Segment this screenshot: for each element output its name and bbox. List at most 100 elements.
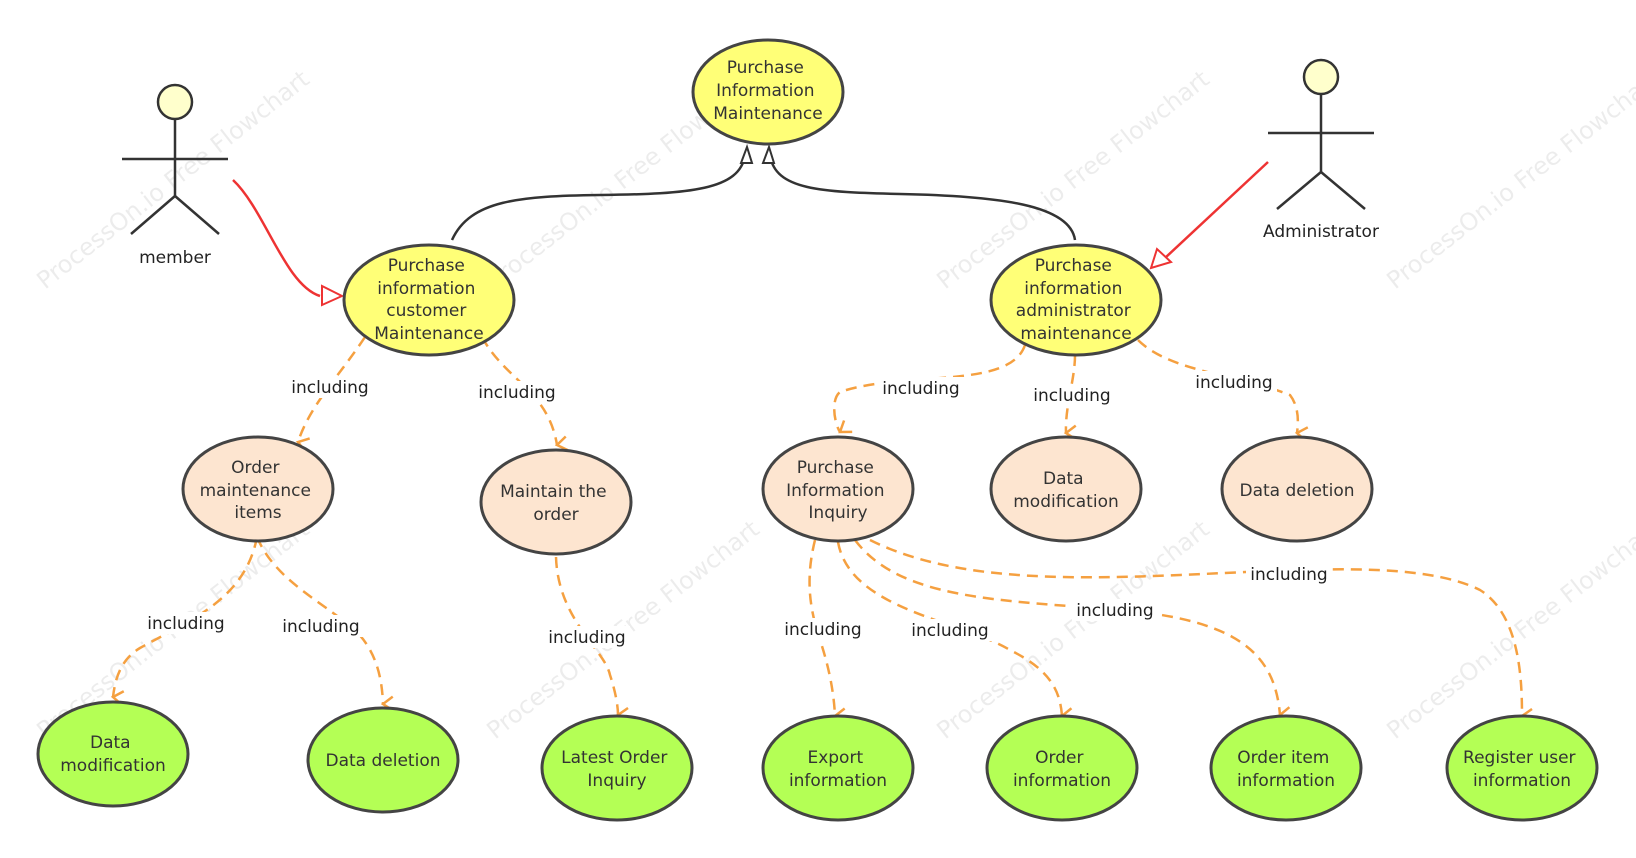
include-label: including — [1033, 386, 1110, 406]
svg-text:Purchase information: Purchase information customer Maintenanc… — [374, 256, 483, 344]
svg-text:Latest Order Inquiry: Latest Order Inquiry — [561, 748, 673, 791]
actor-administrator-label: Administrator — [1263, 222, 1379, 242]
node-label: Inquiry — [808, 503, 867, 523]
node-label: Information — [716, 81, 814, 101]
include-label: including — [1195, 373, 1272, 393]
node-label: Data — [1043, 469, 1084, 489]
svg-text:Register user informatio: Register user information — [1463, 748, 1581, 791]
include-label: including — [1076, 601, 1153, 621]
node-label: Maintain the — [500, 482, 606, 502]
generalization-edge-customer — [450, 154, 747, 241]
node-label: administrator — [1016, 301, 1131, 321]
node-label: maintenance — [200, 481, 311, 501]
node-label: Register user — [1463, 748, 1575, 768]
generalization-edge-admin — [768, 154, 1077, 241]
include-edge — [298, 336, 367, 442]
use-case-data-modification[interactable]: Data modification — [36, 700, 190, 808]
use-case-purchase-info-inquiry[interactable]: Purchase Information Inquiry — [761, 435, 915, 543]
generalization-edges — [450, 143, 1077, 241]
node-label: Purchase — [388, 256, 465, 276]
include-edge — [1137, 339, 1298, 433]
svg-text:Order information: Order information — [1013, 748, 1111, 791]
svg-text:Order maintenance: Order maintenance items — [200, 458, 317, 523]
actor-member-label: member — [139, 248, 211, 268]
include-label: including — [548, 628, 625, 648]
node-label: information — [1237, 771, 1335, 791]
use-case-admin-data-deletion[interactable]: Data deletion — [1220, 435, 1374, 543]
include-label: including — [911, 621, 988, 641]
node-label: Export — [807, 748, 863, 768]
include-edge — [113, 536, 259, 697]
node-label: Order — [1035, 748, 1083, 768]
use-case-latest-order-inquiry[interactable]: Latest Order Inquiry — [540, 714, 694, 822]
use-case-order-item-information[interactable]: Order item information — [1209, 714, 1363, 822]
node-label: Purchase — [797, 458, 874, 478]
use-case-maintain-the-order[interactable]: Maintain the order — [479, 448, 633, 556]
use-case-customer-maintenance[interactable]: Purchase information customer Maintenanc… — [342, 243, 516, 357]
svg-text:Data deletion: Data deletion — [1240, 481, 1355, 501]
include-label: including — [882, 379, 959, 399]
member-association-arrowhead — [321, 284, 345, 307]
member-association-edge — [232, 179, 321, 298]
use-case-export-information[interactable]: Export information — [761, 714, 915, 822]
node-label: modification — [1013, 492, 1119, 512]
node-label: modification — [60, 756, 166, 776]
admin-association-arrowhead — [1149, 247, 1173, 270]
use-case-order-maintenance-items[interactable]: Order maintenance items — [181, 435, 335, 543]
include-label: including — [147, 614, 224, 634]
node-label: customer — [386, 301, 466, 321]
node-label: information — [1473, 771, 1571, 791]
node-label: maintenance — [1020, 324, 1131, 344]
node-label: Data deletion — [1240, 481, 1355, 501]
include-label: including — [291, 378, 368, 398]
node-label: Maintenance — [374, 324, 483, 344]
svg-text:Data modification: Data modification — [1013, 469, 1119, 512]
include-label: including — [784, 620, 861, 640]
include-label: including — [1250, 565, 1327, 585]
node-label: items — [234, 503, 281, 523]
node-label: Order — [231, 458, 279, 478]
node-label: order — [533, 505, 578, 525]
svg-text:Export information: Export information — [789, 748, 887, 791]
admin-association-edge — [1164, 161, 1269, 259]
use-case-data-deletion[interactable]: Data deletion — [306, 706, 460, 814]
use-case-order-information[interactable]: Order information — [985, 714, 1139, 822]
actor-administrator[interactable] — [1268, 58, 1374, 210]
include-edge — [480, 336, 557, 445]
use-case-admin-data-modification[interactable]: Data modification — [989, 435, 1143, 543]
svg-text:Data modification: Data modification — [60, 733, 166, 776]
svg-text:Purchase information: Purchase information administrator maint… — [1016, 256, 1136, 344]
use-case-purchase-info-maintenance[interactable]: Purchase Information Maintenance — [691, 38, 845, 146]
use-case-register-user-information[interactable]: Register user information — [1445, 714, 1599, 822]
node-label: Data deletion — [326, 751, 441, 771]
node-label: Purchase — [1035, 256, 1112, 276]
generalization-arrowhead — [739, 143, 754, 164]
node-label: Inquiry — [587, 771, 646, 791]
node-label: information — [1013, 771, 1111, 791]
node-label: information — [789, 771, 887, 791]
node-label: information — [1024, 279, 1122, 299]
svg-text:Order item information: Order item information — [1237, 748, 1335, 791]
include-label: including — [282, 617, 359, 637]
node-label: Latest Order — [561, 748, 667, 768]
use-case-admin-maintenance[interactable]: Purchase information administrator maint… — [989, 243, 1163, 357]
actor-head — [1302, 58, 1340, 96]
watermark-layer: ProcessOn.io Free Flowchart ProcessOn.io… — [31, 65, 1636, 745]
svg-text:Purchase Information: Purchase Information Maintenance — [713, 58, 822, 124]
svg-text:Maintain the order: Maintain the order — [500, 482, 612, 525]
svg-text:Data deletion: Data deletion — [326, 751, 441, 771]
include-edge — [554, 556, 618, 715]
actor-member[interactable] — [122, 83, 228, 235]
actor-head — [156, 83, 194, 121]
node-label: information — [377, 279, 475, 299]
include-edge — [854, 539, 1280, 715]
watermark: ProcessOn.io Free Flowchart — [1381, 515, 1636, 745]
generalization-arrowhead — [761, 143, 776, 164]
watermark: ProcessOn.io Free Flowchart — [1381, 65, 1636, 295]
include-label: including — [478, 383, 555, 403]
node-label: Maintenance — [713, 104, 822, 124]
actor-edges — [232, 161, 1269, 307]
node-label: Data — [90, 733, 131, 753]
node-label: Purchase — [727, 58, 804, 78]
